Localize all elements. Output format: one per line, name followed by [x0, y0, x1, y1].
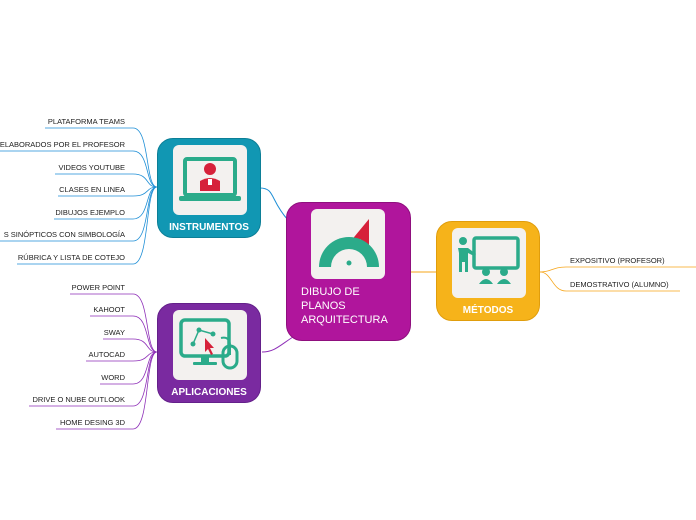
- instrumentos-label: INSTRUMENTOS: [169, 222, 249, 233]
- aplicaciones-item[interactable]: WORD: [101, 373, 125, 382]
- computer-mouse-icon: [179, 318, 239, 370]
- metodos-node[interactable]: MÉTODOS: [436, 221, 540, 321]
- metodos-item[interactable]: DEMOSTRATIVO (ALUMNO): [570, 280, 669, 289]
- aplicaciones-item[interactable]: POWER POINT: [71, 283, 125, 292]
- metodos-label: MÉTODOS: [462, 305, 514, 316]
- metodos-item[interactable]: EXPOSITIVO (PROFESOR): [570, 256, 665, 265]
- aplicaciones-node[interactable]: APLICACIONES: [157, 303, 261, 403]
- instrumentos-item[interactable]: DIBUJOS EJEMPLO: [55, 208, 125, 217]
- aplicaciones-icon-card: [173, 310, 247, 380]
- set-square-protractor-icon: [319, 219, 379, 267]
- center-icon-card: [311, 209, 385, 279]
- instrumentos-node[interactable]: INSTRUMENTOS: [157, 138, 261, 238]
- teacher-laptop-icon: [179, 157, 241, 201]
- aplicaciones-item[interactable]: HOME DESING 3D: [59, 418, 125, 427]
- instrumentos-item[interactable]: S SINÓPTICOS CON SIMBOLOGÍA: [3, 230, 125, 239]
- instrumentos-item[interactable]: VIDEOS YOUTUBE: [58, 163, 125, 172]
- center-title-line: PLANOS: [301, 300, 346, 312]
- center-node[interactable]: DIBUJO DE PLANOS ARQUITECTURA: [286, 202, 411, 341]
- aplicaciones-item[interactable]: DRIVE O NUBE OUTLOOK: [32, 395, 125, 404]
- instrumentos-item[interactable]: PLATAFORMA TEAMS: [47, 117, 125, 126]
- aplicaciones-item[interactable]: AUTOCAD: [88, 350, 125, 359]
- teacher-board-students-icon: [458, 236, 520, 284]
- center-title-line: DIBUJO DE: [301, 286, 360, 298]
- instrumentos-icon-card: [173, 145, 247, 215]
- metodos-icon-card: [452, 228, 526, 298]
- aplicaciones-item[interactable]: SWAY: [103, 328, 125, 337]
- instrumentos-item[interactable]: ELABORADOS POR EL PROFESOR: [0, 140, 125, 149]
- instrumentos-item[interactable]: RÚBRICA Y LISTA DE COTEJO: [17, 253, 125, 262]
- center-title: DIBUJO DE PLANOS ARQUITECTURA: [301, 285, 388, 327]
- aplicaciones-item[interactable]: KAHOOT: [93, 305, 125, 314]
- center-title-line: ARQUITECTURA: [301, 314, 388, 326]
- aplicaciones-label: APLICACIONES: [171, 387, 247, 398]
- instrumentos-item[interactable]: CLASES EN LINEA: [59, 185, 125, 194]
